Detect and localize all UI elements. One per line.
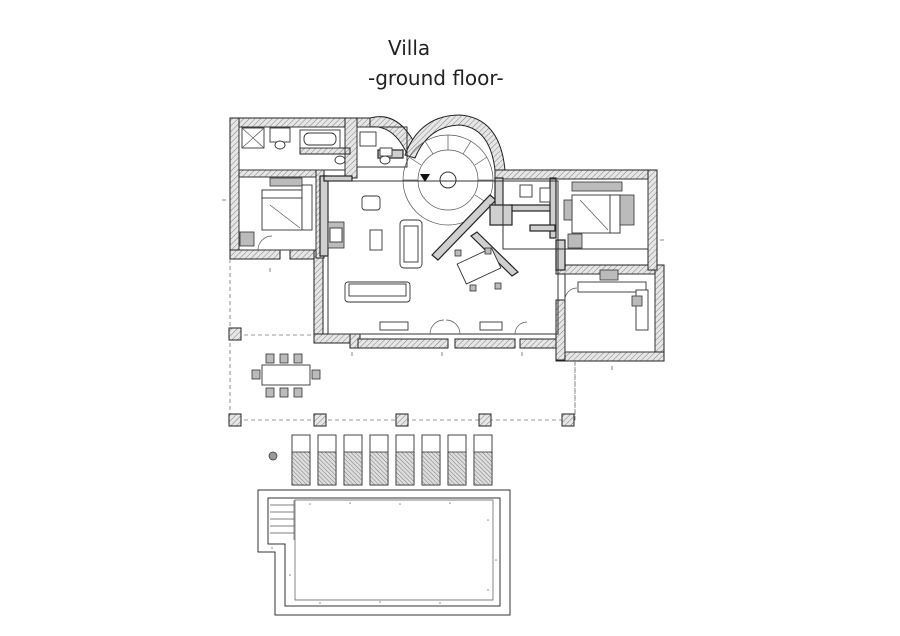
dimension-marks: [222, 199, 664, 370]
room-outlines: [238, 126, 656, 353]
swimming-pool: [257, 489, 511, 616]
bathroom-left-fixtures: [241, 127, 346, 165]
terrace: [228, 259, 576, 427]
bedroom-right-furniture: [519, 181, 635, 249]
plan-title: Villa: [388, 36, 431, 60]
plan-subtitle: -ground floor-: [368, 66, 504, 90]
bedroom-left-furniture: [239, 177, 313, 251]
bathroom-center-fixtures: [359, 131, 393, 165]
living-room-furniture: [327, 195, 528, 335]
kitchen-furniture: [564, 269, 649, 331]
sun-loungers: [268, 434, 493, 486]
